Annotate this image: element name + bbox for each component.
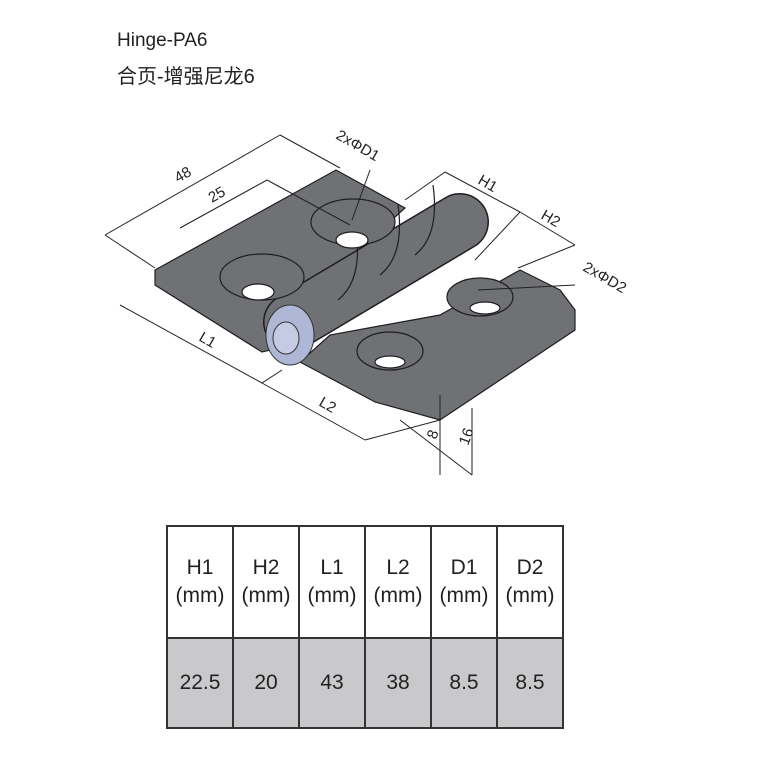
dim-l1: L1 (196, 329, 219, 352)
value-l1: 43 (298, 637, 366, 729)
dim-d2: 2xΦD2 (580, 259, 629, 297)
dim-48: 48 (172, 163, 195, 186)
hinge-drawing: 48 25 2xΦD1 H1 H2 2xΦD2 L1 L2 8 16 (104, 127, 629, 476)
header-unit: (mm) (373, 584, 423, 607)
header-label: H1 (186, 556, 214, 579)
header-unit: (mm) (439, 584, 489, 607)
hole-top (335, 231, 369, 249)
header-d2: D2 (mm) (496, 525, 564, 639)
header-label: D1 (450, 556, 478, 579)
header-unit: (mm) (307, 584, 357, 607)
header-unit: (mm) (505, 584, 555, 607)
pin-icon (265, 304, 315, 366)
value-h2: 20 (232, 637, 300, 729)
header-l1: L1 (mm) (298, 525, 366, 639)
header-label: L1 (320, 556, 344, 579)
header-h1: H1 (mm) (166, 525, 234, 639)
countersink-front (356, 331, 424, 371)
hinge-body (154, 169, 576, 421)
header-label: D2 (516, 556, 544, 579)
dim-h2: H2 (538, 207, 563, 231)
header-d1: D1 (mm) (430, 525, 498, 639)
dim-d1: 2xΦD1 (333, 127, 382, 165)
value-l2: 38 (364, 637, 432, 729)
header-label: L2 (386, 556, 410, 579)
dim-16: 16 (456, 426, 478, 447)
header-unit: (mm) (175, 584, 225, 607)
dimension-lines (104, 134, 576, 476)
hole-left (241, 283, 275, 301)
dim-h1: H1 (475, 172, 500, 196)
hole-front (374, 355, 406, 369)
dim-25: 25 (206, 183, 229, 206)
table-value-row: 22.5 20 43 38 8.5 8.5 (166, 637, 564, 729)
table-header-row: H1 (mm) H2 (mm) L1 (mm) L2 (mm) D1 (mm) D2 (mm… (166, 525, 564, 639)
title-chinese: 合页-增强尼龙6 (117, 66, 255, 88)
value-h1: 22.5 (166, 637, 234, 729)
value-d1: 8.5 (430, 637, 498, 729)
dimension-table: H1 (mm) H2 (mm) L1 (mm) L2 (mm) D1 (mm) D2 (mm… (166, 525, 564, 729)
header-unit: (mm) (241, 584, 291, 607)
value-d2: 8.5 (496, 637, 564, 729)
hole-right (469, 301, 501, 315)
header-label: H2 (252, 556, 280, 579)
title-english: Hinge-PA6 (117, 30, 208, 51)
dim-l2: L2 (316, 394, 339, 417)
header-h2: H2 (mm) (232, 525, 300, 639)
header-l2: L2 (mm) (364, 525, 432, 639)
